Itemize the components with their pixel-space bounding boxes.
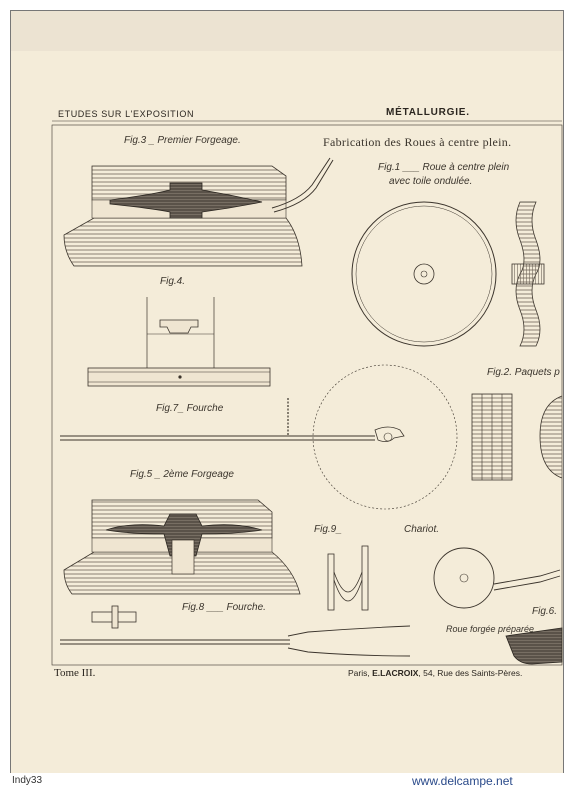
tome-number: Tome III. bbox=[54, 667, 96, 679]
plate-border bbox=[51, 124, 563, 666]
publisher-imprint: Paris, E.LACROIX, 54, Rue des Saints-Pèr… bbox=[348, 669, 522, 678]
fig9-drawing bbox=[327, 545, 561, 611]
fig3-die-drawing bbox=[63, 157, 334, 267]
fig5-die-drawing bbox=[63, 499, 301, 595]
plate-frame bbox=[10, 10, 564, 774]
fig9-caption: Fig.9_ bbox=[314, 524, 342, 535]
plate-top-margin bbox=[11, 11, 563, 51]
seller-name: Indy33 bbox=[12, 775, 43, 786]
header-left-title: ETUDES SUR L'EXPOSITION bbox=[58, 109, 195, 119]
fig1-wheel-drawing bbox=[351, 201, 545, 347]
plate-title: Fabrication des Roues à centre plein. bbox=[323, 135, 512, 149]
fig4-caption: Fig.4. bbox=[160, 276, 186, 287]
fig1-caption-sub: avec toile ondulée. bbox=[389, 176, 473, 187]
fig2-drawing bbox=[471, 393, 563, 481]
fig8-caption: Fig.8 ___ Fourche. bbox=[182, 602, 266, 613]
publisher-city: Paris, bbox=[348, 668, 370, 678]
publisher-name: E.LACROIX bbox=[372, 668, 419, 678]
header-right-title: MÉTALLURGIE. bbox=[386, 107, 470, 118]
watermark-bar bbox=[0, 773, 572, 790]
fig4-drawing bbox=[87, 297, 271, 387]
publisher-address: , 54, Rue des Saints-Pères. bbox=[418, 668, 523, 678]
fig7-drawing bbox=[60, 364, 458, 510]
fig1-caption: Fig.1 ___ Roue à centre plein bbox=[378, 162, 510, 173]
fig8-drawing bbox=[60, 605, 411, 657]
fig5-caption: Fig.5 _ 2ème Forgeage bbox=[130, 469, 234, 480]
fig6-drawing bbox=[505, 627, 563, 665]
fig6-label: Roue forgée préparée bbox=[446, 624, 535, 634]
fig9-title: Chariot. bbox=[404, 524, 440, 535]
fig2-caption: Fig.2. Paquets p bbox=[487, 367, 560, 378]
fig7-caption: Fig.7_ Fourche bbox=[156, 403, 224, 414]
site-watermark: www.delcampe.net bbox=[412, 774, 513, 788]
fig6-caption: Fig.6. bbox=[532, 606, 558, 617]
fig3-caption: Fig.3 _ Premier Forgeage. bbox=[124, 135, 241, 146]
